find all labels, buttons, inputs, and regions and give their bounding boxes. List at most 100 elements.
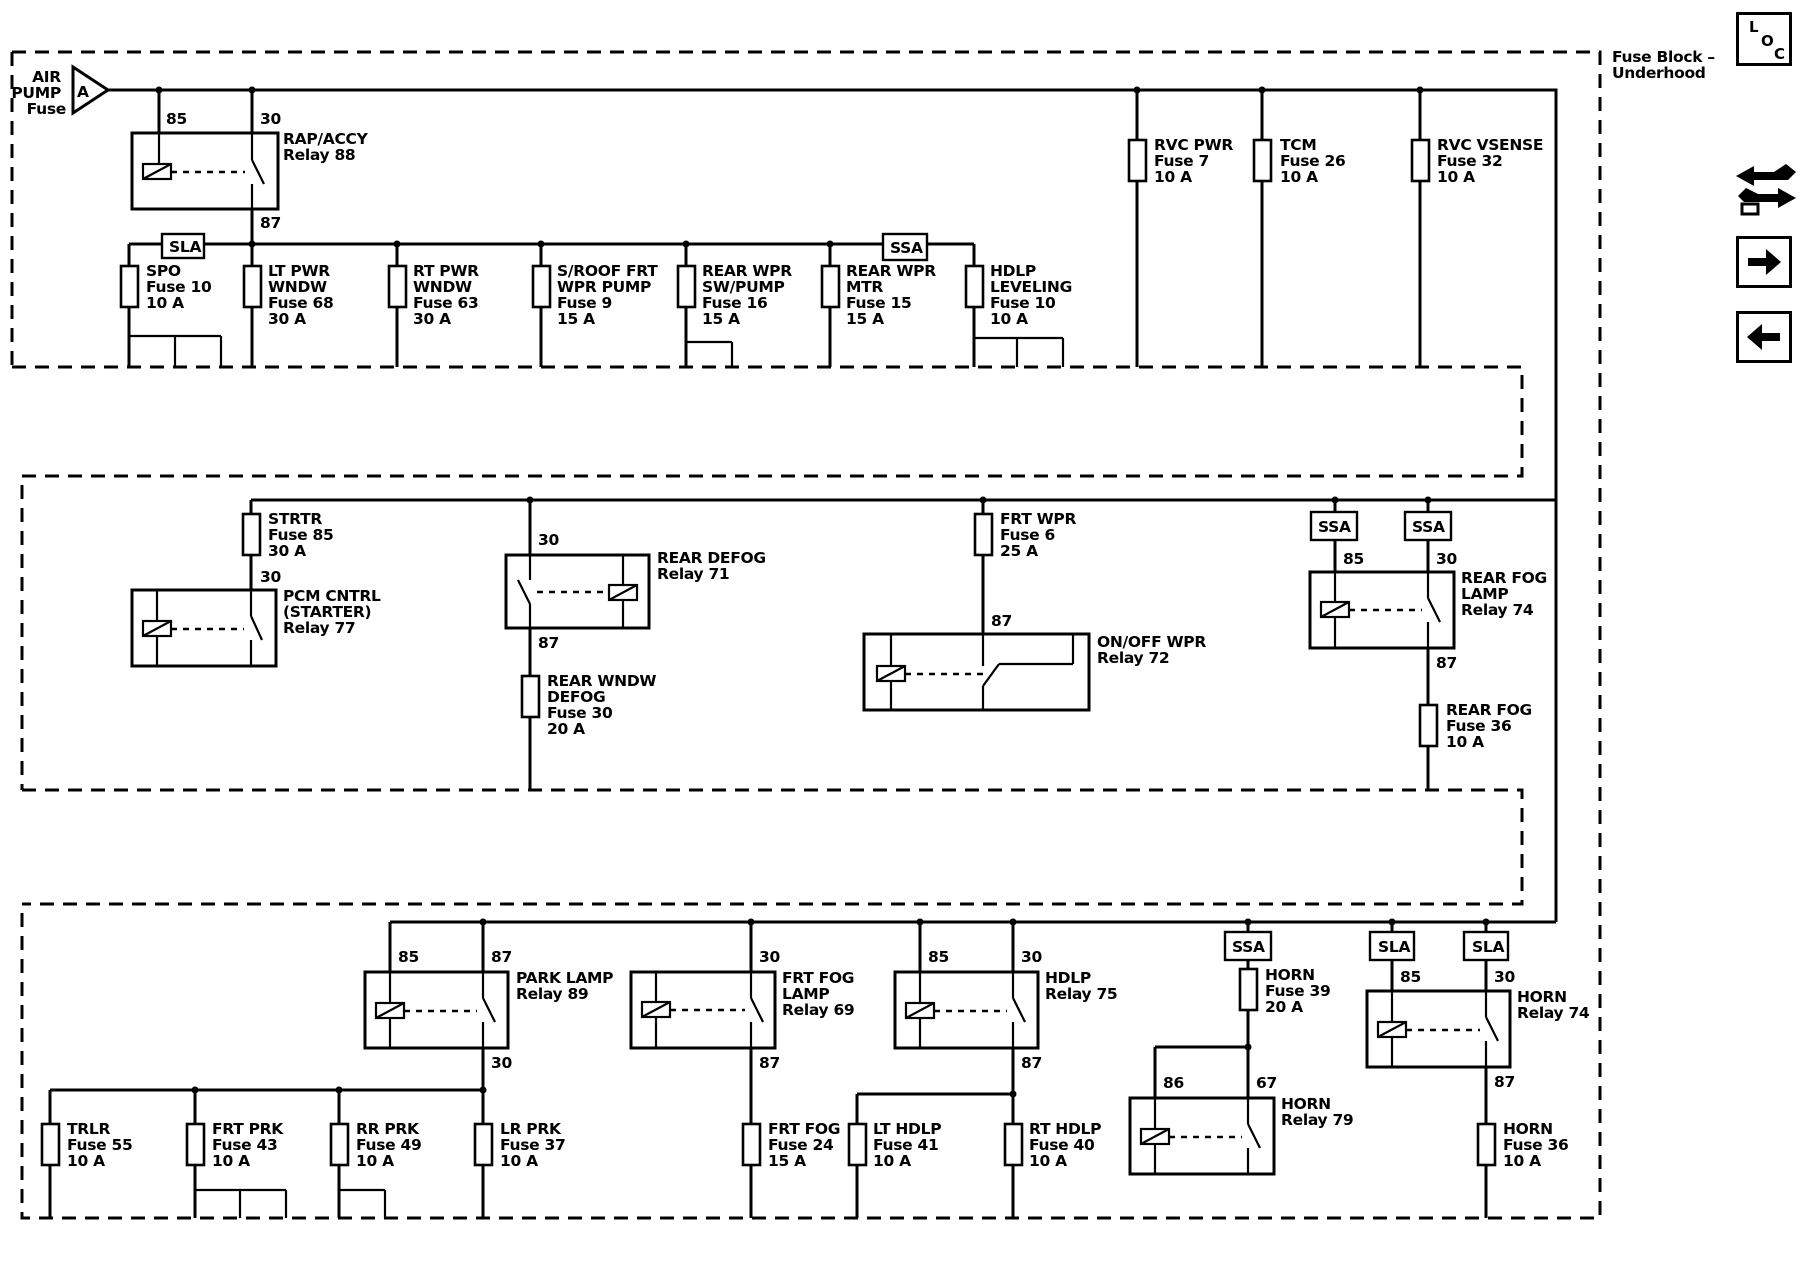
frt-fog-lamp-relay: 30 FRT FOG LAMP Relay 69 87 — [629, 918, 859, 1218]
fuse-lt-pwr-wndw: LT PWR WNDW Fuse 68 30 A — [242, 244, 334, 367]
next-page-button[interactable] — [1736, 236, 1792, 288]
fuse-rr-prk-label: RR PRK Fuse 49 10 A — [356, 1120, 427, 1170]
fuse-rt-hdlp-label: RT HDLP Fuse 40 10 A — [1029, 1120, 1106, 1170]
onoff-wpr-relay: ON/OFF WPR Relay 72 — [862, 632, 1211, 712]
fuse-lr-prk-label: LR PRK Fuse 37 10 A — [500, 1120, 571, 1170]
svg-text:SLA: SLA — [1378, 938, 1410, 956]
connector-a-label: A — [77, 83, 89, 101]
rear-fog-pin-85: 85 — [1343, 550, 1364, 568]
fuse-rear-wpr-mtr-label: REAR WPR MTR Fuse 15 15 A — [846, 262, 941, 328]
fuse-strtr-label: STRTR Fuse 85 30 A — [268, 510, 339, 560]
rear-defog-pin-30: 30 — [538, 531, 559, 549]
arrow-right-icon — [1748, 249, 1781, 275]
svg-text:SSA: SSA — [890, 239, 923, 257]
rap-sub-bus: SLA SSA — [129, 209, 974, 262]
fuse-horn-39: SSA HORN Fuse 39 20 A 86 67 — [1153, 918, 1336, 1098]
fuse-rvc-pwr: RVC PWR Fuse 7 10 A — [1127, 86, 1238, 367]
fuse-rvc-pwr-label: RVC PWR Fuse 7 10 A — [1154, 136, 1238, 186]
fuse-spo: SPO Fuse 10 10 A — [119, 244, 223, 367]
fuse-horn-36-label: HORN Fuse 36 10 A — [1503, 1120, 1574, 1170]
fuse-trlr-label: TRLR Fuse 55 10 A — [67, 1120, 138, 1170]
fuse-rt-pwr-label: RT PWR WNDW Fuse 63 30 A — [413, 262, 484, 328]
hdlp-relay: 85 30 HDLP Relay 75 87 — [855, 918, 1118, 1218]
park-lamp-relay: 85 87 PARK LAMP Relay 89 30 — [50, 918, 614, 1218]
fuse-block-title: Fuse Block – Underhood — [1612, 48, 1720, 82]
loc-icon[interactable]: L O C — [1736, 12, 1792, 66]
ssa-tag-horn — [1223, 930, 1273, 962]
horn79-pin-86: 86 — [1163, 1074, 1184, 1092]
loc-letter-l: L — [1749, 18, 1759, 36]
rear-defog-relay-label: REAR DEFOG Relay 71 — [657, 549, 771, 583]
fuse-frt-prk: FRT PRK Fuse 43 10 A — [185, 1090, 288, 1218]
svg-text:SLA: SLA — [1472, 938, 1504, 956]
rear-fog-pin-30: 30 — [1436, 550, 1457, 568]
park-pin-85: 85 — [398, 948, 419, 966]
fuse-rear-wpr-mtr: REAR WPR MTR Fuse 15 15 A — [820, 244, 941, 367]
fuse-rear-fog: REAR FOG Fuse 36 10 A — [1418, 701, 1532, 751]
horn74-relay-label: HORN Relay 74 — [1517, 988, 1590, 1022]
svg-text:SSA: SSA — [1232, 938, 1265, 956]
fuse-lt-hdlp-label: LT HDLP Fuse 41 10 A — [873, 1120, 946, 1170]
loc-letter-c: C — [1774, 45, 1786, 63]
horn79-relay-label: HORN Relay 79 — [1281, 1095, 1353, 1129]
fuse-rt-pwr-wndw: RT PWR WNDW Fuse 63 30 A — [387, 244, 484, 367]
fuse-frt-fog-label: FRT FOG Fuse 24 15 A — [768, 1120, 845, 1170]
horn74-pin-87: 87 — [1494, 1073, 1515, 1091]
fuse-rear-wpr-sw-pump: REAR WPR SW/PUMP Fuse 16 15 A — [676, 244, 797, 367]
horn79-pin-67: 67 — [1256, 1074, 1277, 1092]
pcm-relay-label: PCM CNTRL (STARTER) Relay 77 — [283, 587, 386, 637]
svg-text:SLA: SLA — [169, 238, 201, 256]
fuse-horn-36: HORN Fuse 36 10 A — [1476, 1120, 1574, 1170]
horn-relay-79: HORN Relay 79 — [1128, 1095, 1354, 1176]
fuse-rt-hdlp: RT HDLP Fuse 40 10 A — [1003, 1120, 1106, 1170]
fuse-horn-39-label: HORN Fuse 39 20 A — [1265, 966, 1336, 1016]
rear-fog-lamp-relay: SSA SSA 85 30 REAR FOG LAMP Relay 74 87 — [1308, 496, 1547, 790]
fuse-frt-fog: FRT FOG Fuse 24 15 A — [741, 1120, 845, 1170]
fuse-rear-wndw-defog: REAR WNDW DEFOG Fuse 30 20 A — [520, 672, 661, 738]
rap-pin-30: 30 — [260, 110, 281, 128]
ssa-tag-top — [881, 232, 929, 262]
fuse-spo-label: SPO Fuse 10 10 A — [146, 262, 217, 312]
fuse-tcm-label: TCM Fuse 26 10 A — [1280, 136, 1351, 186]
fuse-hdlp-lev-label: HDLP LEVELING Fuse 10 10 A — [990, 262, 1077, 328]
hdlp-relay-label: HDLP Relay 75 — [1045, 969, 1117, 1003]
svg-text:SSA: SSA — [1412, 518, 1445, 536]
fuse-lt-hdlp: LT HDLP Fuse 41 10 A — [847, 1120, 946, 1170]
pcm-cntrl-relay: PCM CNTRL (STARTER) Relay 77 — [130, 587, 386, 668]
park-pin-87: 87 — [491, 948, 512, 966]
air-pump-label: AIR PUMP Fuse — [11, 68, 66, 118]
connector-a — [71, 64, 111, 116]
frt-fog-pin-87: 87 — [759, 1054, 780, 1072]
park-pin-30: 30 — [491, 1054, 512, 1072]
fuse-rr-prk: RR PRK Fuse 49 10 A — [329, 1090, 427, 1218]
hdlp-pin-85: 85 — [928, 948, 949, 966]
fuse-trlr: TRLR Fuse 55 10 A — [40, 1090, 138, 1218]
fuse-sroof-frt-wpr-pump: S/ROOF FRT WPR PUMP Fuse 9 15 A — [531, 244, 659, 367]
fuse-rvc-vsense: RVC VSENSE Fuse 32 10 A — [1410, 86, 1548, 367]
fuse-tcm: TCM Fuse 26 10 A — [1252, 86, 1351, 367]
fuse-rear-wndw-label: REAR WNDW DEFOG Fuse 30 20 A — [547, 672, 661, 738]
previous-page-button[interactable] — [1736, 311, 1792, 363]
fuse-frt-prk-label: FRT PRK Fuse 43 10 A — [212, 1120, 288, 1170]
fuse-rear-wpr-sw-label: REAR WPR SW/PUMP Fuse 16 15 A — [702, 262, 797, 328]
fuse-frt-wpr-label: FRT WPR Fuse 6 25 A — [1000, 510, 1081, 560]
loc-letter-o: O — [1761, 32, 1774, 50]
rap-pin-87: 87 — [260, 214, 281, 232]
rear-defog-relay: 30 REAR DEFOG Relay 71 87 — [504, 496, 771, 790]
fuse-strtr: STRTR Fuse 85 30 A 30 — [241, 500, 339, 590]
frt-fog-relay-label: FRT FOG LAMP Relay 69 — [782, 969, 859, 1019]
component-tools-icon[interactable] — [1734, 162, 1798, 218]
rear-fog-pin-87: 87 — [1436, 654, 1457, 672]
pcm-pin-30: 30 — [260, 568, 281, 586]
onoff-pin-87: 87 — [991, 612, 1012, 630]
horn74-pin-30: 30 — [1494, 968, 1515, 986]
sla-tag-horn-85 — [1368, 930, 1416, 962]
onoff-relay-label: ON/OFF WPR Relay 72 — [1097, 633, 1211, 667]
fuse-hdlp-leveling: HDLP LEVELING Fuse 10 10 A — [964, 244, 1077, 367]
fuse-rvc-vsense-label: RVC VSENSE Fuse 32 10 A — [1437, 136, 1548, 186]
horn-relay-74: SLA SLA 85 30 HORN Relay 74 87 — [1365, 918, 1590, 1218]
hdlp-pin-30: 30 — [1021, 948, 1042, 966]
rap-accy-relay: 85 30 87 RAP/ACCY Relay 88 — [130, 86, 369, 232]
frt-fog-pin-30: 30 — [759, 948, 780, 966]
